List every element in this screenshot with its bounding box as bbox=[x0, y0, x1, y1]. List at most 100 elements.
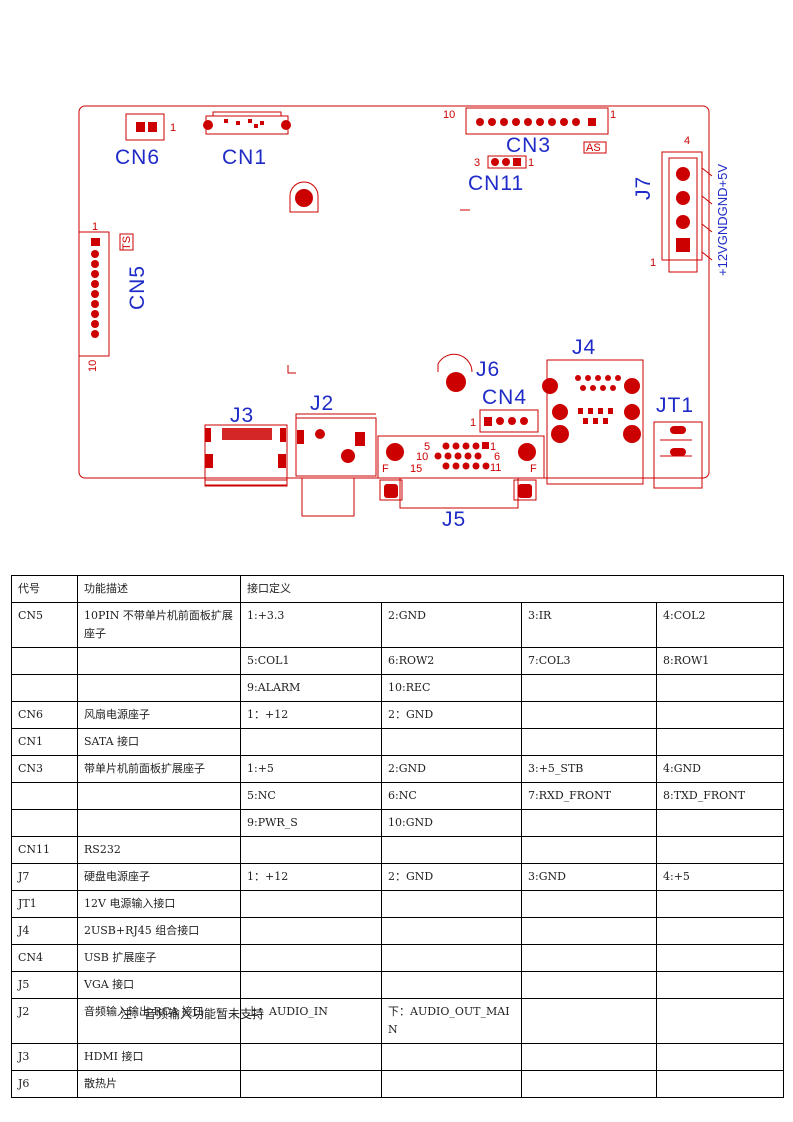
table-cell bbox=[656, 836, 784, 864]
table-cell: 硬盘电源座子 bbox=[77, 863, 241, 891]
cn1-label: CN1 bbox=[222, 146, 267, 169]
cn6-outline bbox=[125, 113, 165, 141]
table-cell: 10:GND bbox=[381, 809, 522, 837]
table-cell: 7:RXD_FRONT bbox=[521, 782, 657, 810]
table-cell bbox=[656, 944, 784, 972]
table-cell: 上：AUDIO_IN bbox=[240, 998, 382, 1044]
table-cell bbox=[381, 917, 522, 945]
table-cell bbox=[521, 890, 657, 918]
table-cell bbox=[77, 674, 241, 702]
j2-outline bbox=[295, 417, 377, 477]
table-cell bbox=[77, 809, 241, 837]
table-cell bbox=[521, 971, 657, 999]
table-cell bbox=[656, 1043, 784, 1071]
table-cell bbox=[240, 971, 382, 999]
cn5-ts-mark: TS bbox=[121, 236, 133, 250]
j4-label: J4 bbox=[572, 336, 596, 359]
table-cell: J4 bbox=[11, 917, 78, 945]
cn4-pin1-mark: 1 bbox=[470, 417, 476, 429]
cn3-as-mark: AS bbox=[586, 142, 601, 154]
table-cell: CN4 bbox=[11, 944, 78, 972]
j5-f-mark-right: F bbox=[530, 463, 537, 475]
table-cell: 3:IR bbox=[521, 602, 657, 648]
cn11-pin1-mark: 1 bbox=[528, 157, 534, 169]
cn5-pin10-mark: 10 bbox=[87, 360, 99, 372]
j4-outline bbox=[546, 359, 644, 479]
table-cell: J2 bbox=[11, 998, 78, 1044]
table-cell: 4:+5 bbox=[656, 863, 784, 891]
j7-outline bbox=[661, 151, 703, 261]
j7-label: J7 bbox=[632, 176, 655, 200]
table-header-row: 代号 功能描述 接口定义 bbox=[11, 575, 784, 603]
table-cell bbox=[240, 890, 382, 918]
table-cell: 8:ROW1 bbox=[656, 647, 784, 675]
jt1-outline bbox=[653, 421, 703, 489]
table-cell bbox=[656, 674, 784, 702]
table-cell bbox=[77, 782, 241, 810]
table-cell: RS232 bbox=[77, 836, 241, 864]
table-cell bbox=[240, 944, 382, 972]
j5-pin11-mark: 11 bbox=[490, 462, 501, 474]
j5-pin10-mark: 10 bbox=[416, 451, 428, 463]
j2-label: J2 bbox=[310, 392, 334, 415]
j6-label: J6 bbox=[476, 358, 500, 381]
j5-pin6-mark: 6 bbox=[494, 451, 500, 463]
table-cell bbox=[521, 998, 657, 1044]
table-cell: 3:+5_STB bbox=[521, 755, 657, 783]
table-cell bbox=[656, 728, 784, 756]
table-cell: VGA 接口 bbox=[77, 971, 241, 999]
cn3-label: CN3 bbox=[506, 134, 551, 157]
table-cell bbox=[240, 1043, 382, 1071]
table-cell: 1：+12 bbox=[240, 701, 382, 729]
cn4-label: CN4 bbox=[482, 386, 527, 409]
table-cell bbox=[381, 971, 522, 999]
table-cell: 带单片机前面板扩展座子 bbox=[77, 755, 241, 783]
table-cell: 6:ROW2 bbox=[381, 647, 522, 675]
table-cell bbox=[521, 1043, 657, 1071]
table-cell bbox=[240, 836, 382, 864]
table-cell: 9:PWR_S bbox=[240, 809, 382, 837]
cn11-label: CN11 bbox=[468, 172, 524, 195]
table-cell: 2:GND bbox=[381, 602, 522, 648]
cn11-outline bbox=[487, 155, 527, 169]
table-cell: 2:GND bbox=[381, 755, 522, 783]
table-cell: JT1 bbox=[11, 890, 78, 918]
table-cell: 3:GND bbox=[521, 863, 657, 891]
table-cell: 9:ALARM bbox=[240, 674, 382, 702]
table-cell: 10PIN 不带单片机前面板扩展座子 bbox=[77, 602, 241, 648]
table-cell: 1:+5 bbox=[240, 755, 382, 783]
cn6-label: CN6 bbox=[115, 146, 160, 169]
table-cell bbox=[240, 728, 382, 756]
header-function: 功能描述 bbox=[77, 575, 241, 603]
jt1-label: JT1 bbox=[656, 394, 694, 417]
table-cell bbox=[521, 917, 657, 945]
table-cell bbox=[381, 890, 522, 918]
j7-pin-names: +12VGNDGND+5V bbox=[715, 164, 730, 276]
table-cell: 5:COL1 bbox=[240, 647, 382, 675]
cn3-pin1-mark: 1 bbox=[610, 109, 616, 121]
table-cell: HDMI 接口 bbox=[77, 1043, 241, 1071]
j7-pin4-mark: 4 bbox=[684, 135, 690, 147]
pcb-layout-diagram: CN6 CN1 CN3 CN11 J7 CN5 J6 CN4 J4 JT1 J3… bbox=[78, 105, 730, 531]
table-cell: SATA 接口 bbox=[77, 728, 241, 756]
table-cell: 10:REC bbox=[381, 674, 522, 702]
table-cell: J6 bbox=[11, 1070, 78, 1098]
table-cell bbox=[656, 971, 784, 999]
table-cell bbox=[240, 1070, 382, 1098]
table-cell: CN1 bbox=[11, 728, 78, 756]
table-cell: USB 扩展座子 bbox=[77, 944, 241, 972]
table-cell bbox=[656, 809, 784, 837]
table-cell bbox=[11, 809, 78, 837]
table-cell: 6:NC bbox=[381, 782, 522, 810]
table-cell: 1:+3.3 bbox=[240, 602, 382, 648]
